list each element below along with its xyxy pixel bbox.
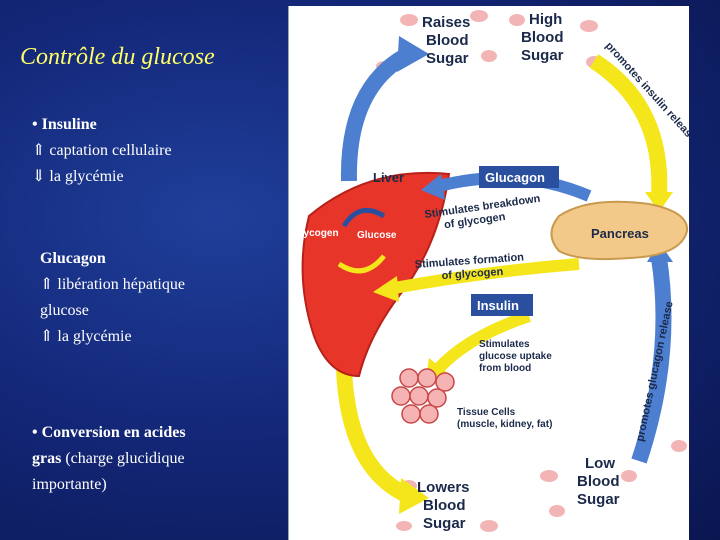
raises-label: Raises Blood Sugar bbox=[422, 14, 475, 67]
conversion-line-2: gras (charge glucidique bbox=[32, 446, 186, 472]
glucagon-heading: Glucagon bbox=[40, 250, 106, 267]
high-label: High Blood Sugar bbox=[521, 11, 568, 64]
conversion-charge: (charge glucidique bbox=[61, 450, 185, 467]
raise-arrow-head bbox=[397, 36, 429, 72]
insulin-block: • Insuline ⇑ captation cellulaire ⇓ la g… bbox=[32, 112, 172, 190]
insulin-heading: • Insuline bbox=[32, 116, 97, 133]
tissue-cells-shape bbox=[391, 368, 455, 424]
tissue-label: Tissue Cells (muscle, kidney, fat) bbox=[457, 407, 552, 430]
glucose-label: Glucose bbox=[357, 230, 397, 241]
conversion-gras: gras bbox=[32, 450, 62, 467]
glucagon-label: Glucagon bbox=[485, 170, 545, 185]
lowers-label: Lowers Blood Sugar bbox=[417, 479, 474, 532]
glucagon-line-release: ⇑ libération hépatique bbox=[40, 276, 185, 293]
insulin-tissue-arrow-shaft bbox=[434, 310, 531, 373]
uptake-label: Stimulates glucose uptake from blood bbox=[479, 339, 555, 374]
insulin-liver-arrow-shaft bbox=[392, 258, 580, 294]
raise-arrow-shaft bbox=[340, 46, 413, 182]
pancreas-label: Pancreas bbox=[591, 226, 649, 241]
liver-label: Liver bbox=[373, 170, 404, 185]
high-sugar-arrow-head bbox=[645, 192, 673, 212]
insulin-line-glycemia: ⇓ la glycémie bbox=[32, 168, 124, 185]
high-sugar-arrow-shaft bbox=[589, 54, 668, 197]
slide-title: Contrôle du glucose bbox=[20, 44, 215, 70]
low-sugar-arrow-shaft bbox=[631, 256, 672, 464]
pancreas-shape bbox=[550, 200, 689, 261]
insulin-liver-arrow-head bbox=[373, 276, 399, 302]
formation-label: Stimulates formation of glycogen bbox=[414, 251, 528, 284]
glucagon-block: Glucagon ⇑ libération hépatique glucose … bbox=[40, 246, 185, 350]
glucagon-label-box bbox=[479, 166, 559, 188]
insulin-label: Insulin bbox=[477, 298, 519, 313]
conversion-heading: • Conversion en acides bbox=[32, 424, 186, 441]
low-label: Low Blood Sugar bbox=[577, 455, 624, 508]
conversion-block: • Conversion en acides gras (charge gluc… bbox=[32, 420, 186, 498]
insulin-line-uptake: ⇑ captation cellulaire bbox=[32, 142, 172, 159]
glucose-regulation-diagram: Raises Blood Sugar High Blood Sugar prom… bbox=[288, 6, 689, 540]
glycogen-label: Glycogen bbox=[293, 228, 339, 239]
insulin-label-box bbox=[471, 294, 533, 316]
glycogen-cycle-arrow-bottom bbox=[337, 254, 386, 274]
lower-arrow-head bbox=[399, 478, 429, 514]
liver-shape bbox=[301, 171, 451, 378]
glucagon-line-glucose: glucose bbox=[40, 302, 89, 319]
glucagon-line-glycemia: ⇑ la glycémie bbox=[40, 328, 132, 345]
conversion-line-3: importante) bbox=[32, 476, 107, 493]
glycogen-cycle-arrow-top bbox=[341, 207, 386, 228]
glucagon-arrow-head bbox=[421, 174, 445, 200]
diagram-svg: Raises Blood Sugar High Blood Sugar prom… bbox=[293, 10, 689, 532]
